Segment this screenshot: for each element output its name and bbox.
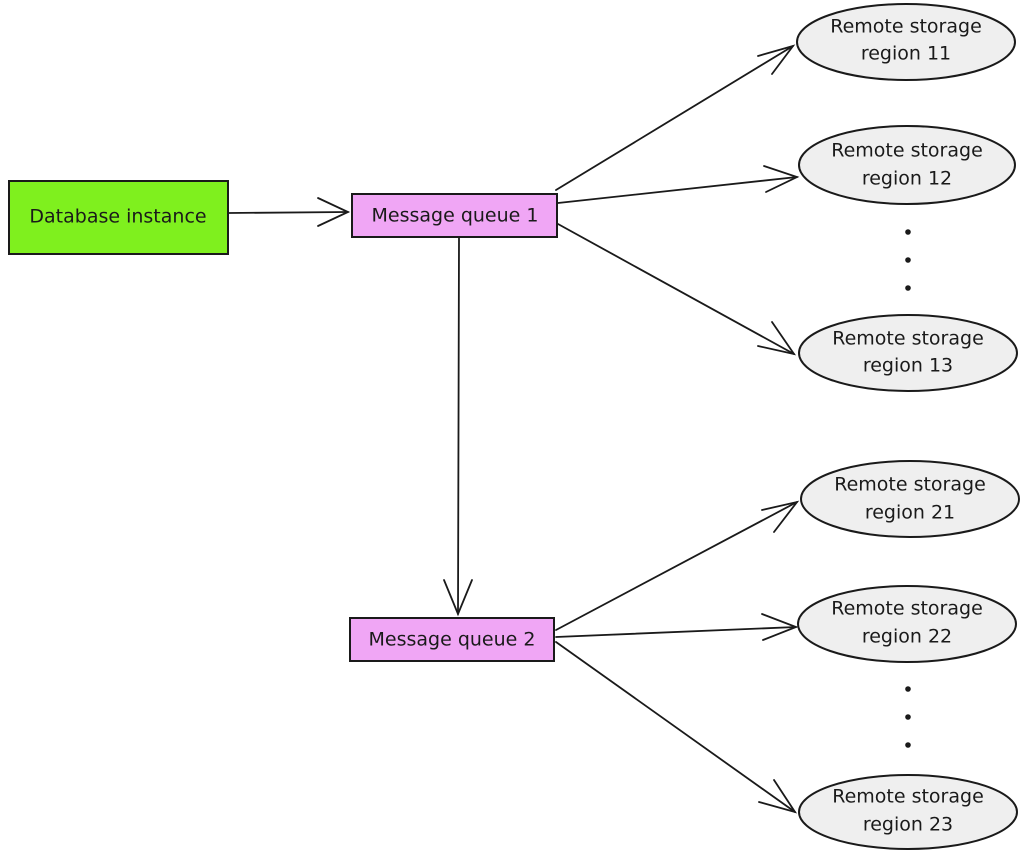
- edge-queue1-to-storage12: [557, 176, 798, 204]
- edge-queue1-to-storage13: [557, 223, 795, 355]
- more-regions-ellipsis-1: [905, 229, 911, 291]
- edge-queue2-to-storage22: [555, 626, 797, 638]
- edge-queue1-to-queue2: [457, 237, 460, 615]
- storage-region-23-node: Remote storage region 23: [798, 774, 1018, 850]
- storage13-ellipse: [798, 314, 1018, 392]
- arrowhead-queue2-from-queue1: [443, 579, 473, 617]
- database-label: Database instance: [29, 206, 206, 228]
- storage-region-21-node: Remote storage region 21: [800, 460, 1020, 538]
- arrowhead-storage23: [758, 779, 798, 814]
- arrowhead-storage11: [757, 44, 796, 75]
- edge-queue1-to-storage11: [555, 45, 794, 191]
- storage11-label-line2: region 11: [861, 43, 951, 65]
- queue2-label: Message queue 2: [369, 629, 536, 651]
- storage-region-12-node: Remote storage region 12: [798, 125, 1016, 205]
- storage23-label-line2: region 23: [863, 814, 953, 836]
- storage13-label-line1: Remote storage: [832, 328, 984, 350]
- edge-queue2-to-storage21: [555, 501, 798, 631]
- arrowhead-storage22: [761, 613, 799, 641]
- arrowhead-storage13: [757, 321, 797, 356]
- storage21-ellipse: [800, 460, 1020, 538]
- arrowhead-queue1-from-database: [317, 197, 351, 227]
- queue1-label: Message queue 1: [372, 205, 539, 227]
- storage21-label-line2: region 21: [865, 502, 955, 524]
- database-instance-node: Database instance: [8, 180, 229, 255]
- edges: [228, 44, 800, 814]
- storage-region-22-node: Remote storage region 22: [797, 585, 1017, 663]
- storage22-label-line2: region 22: [862, 626, 952, 648]
- storage22-label-line1: Remote storage: [831, 598, 983, 620]
- queue2-box: [349, 617, 555, 662]
- edge-queue2-to-storage23: [555, 641, 796, 813]
- storage13-label-line2: region 13: [863, 355, 953, 377]
- storage12-label-line2: region 12: [862, 168, 952, 190]
- storage12-ellipse: [798, 125, 1016, 205]
- storage23-label-line1: Remote storage: [832, 786, 984, 808]
- storage21-label-line1: Remote storage: [834, 474, 986, 496]
- storage-region-13-node: Remote storage region 13: [798, 314, 1018, 392]
- queue1-box: [351, 193, 558, 238]
- storage22-ellipse: [797, 585, 1017, 663]
- message-queue-2-node: Message queue 2: [349, 617, 555, 662]
- storage11-ellipse: [796, 3, 1016, 81]
- storage12-label-line1: Remote storage: [831, 140, 983, 162]
- storage23-ellipse: [798, 774, 1018, 850]
- more-regions-ellipsis-2: [905, 686, 911, 748]
- edge-database-to-queue1: [228, 211, 349, 214]
- storage11-label-line1: Remote storage: [830, 16, 982, 38]
- message-queue-1-node: Message queue 1: [351, 193, 558, 238]
- arrowhead-storage12: [763, 165, 800, 193]
- storage-region-11-node: Remote storage region 11: [796, 3, 1016, 81]
- arrowhead-storage21: [761, 500, 800, 533]
- database-box: [8, 180, 229, 255]
